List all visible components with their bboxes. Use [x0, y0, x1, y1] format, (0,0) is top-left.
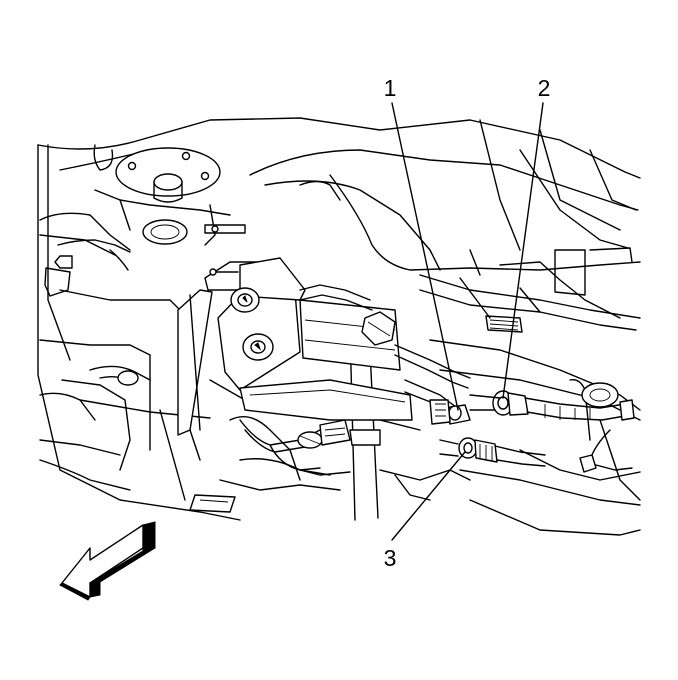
callout-leaders: [391, 102, 544, 541]
connector-item-1: [429, 399, 471, 425]
callout-label-2: 2: [538, 75, 551, 101]
callout-label-3: 3: [384, 545, 397, 571]
callout-label-1: 1: [384, 75, 397, 101]
harness-clip: [579, 429, 633, 473]
leader-line-1: [391, 102, 459, 411]
front-direction-arrow-icon: [59, 521, 156, 601]
leader-line-3: [391, 451, 466, 541]
connector-item-2: [469, 390, 635, 421]
canister-module: [204, 257, 471, 471]
shock-mount-tower: [39, 147, 246, 297]
connector-item-3: [439, 437, 546, 467]
leader-line-2: [502, 102, 544, 399]
